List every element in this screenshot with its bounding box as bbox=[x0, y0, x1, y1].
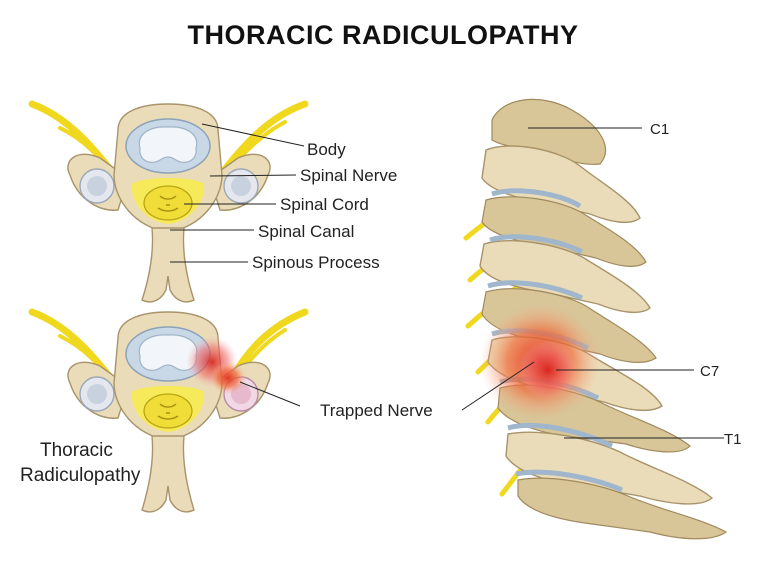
label-c1: C1 bbox=[650, 121, 669, 138]
page-title: THORACIC RADICULOPATHY bbox=[187, 20, 579, 50]
label-c7: C7 bbox=[700, 363, 719, 380]
label-condition-line1: Thoracic bbox=[40, 440, 113, 461]
spinous-process bbox=[141, 227, 195, 303]
label-spinal-cord: Spinal Cord bbox=[280, 195, 369, 214]
vertebra-normal bbox=[28, 100, 309, 303]
label-spinal-canal: Spinal Canal bbox=[258, 222, 354, 241]
label-trapped-nerve: Trapped Nerve bbox=[320, 401, 433, 420]
label-spinal-nerve: Spinal Nerve bbox=[300, 166, 397, 185]
label-spinous-process: Spinous Process bbox=[252, 253, 380, 272]
cervical-spine-side-view bbox=[463, 98, 728, 540]
leader-lines bbox=[170, 123, 724, 439]
label-t1: T1 bbox=[724, 431, 742, 448]
label-body: Body bbox=[307, 140, 346, 159]
spinal-cord bbox=[143, 185, 193, 221]
label-condition-line2: Radiculopathy bbox=[20, 465, 141, 486]
